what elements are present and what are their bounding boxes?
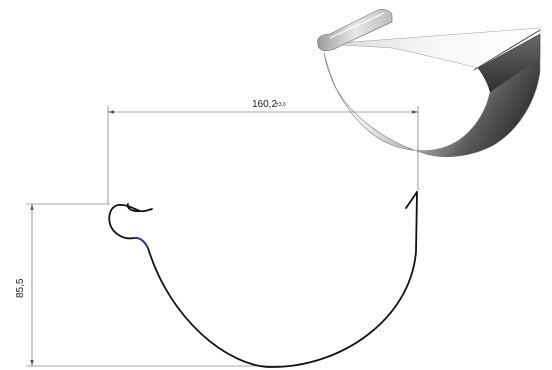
height-arrow-top	[30, 204, 34, 210]
height-value-label: 85,5	[15, 278, 26, 298]
gutter-outer-surface	[323, 51, 541, 158]
width-value-label: 160,2	[252, 99, 277, 110]
height-arrow-bottom	[30, 360, 34, 366]
gutter-front-bead	[317, 9, 393, 52]
gutter-bead-highlight	[329, 12, 385, 39]
gutter-profile-curve	[108, 191, 418, 368]
gutter-back-hook	[405, 191, 418, 209]
width-arrow-right	[412, 110, 418, 114]
gutter-3d-render	[317, 9, 541, 158]
gutter-profile	[108, 191, 418, 368]
height-dimension: 85,5	[15, 203, 280, 367]
width-arrow-left	[108, 110, 114, 114]
gutter-bead-lip	[126, 203, 141, 213]
gutter-back-flange	[473, 29, 541, 71]
gutter-back-edge	[477, 33, 541, 93]
width-dimension: 160,2 ±3,0	[107, 99, 419, 204]
width-tolerance-label: ±3,0	[276, 102, 286, 108]
gutter-bead-accent	[133, 236, 149, 249]
